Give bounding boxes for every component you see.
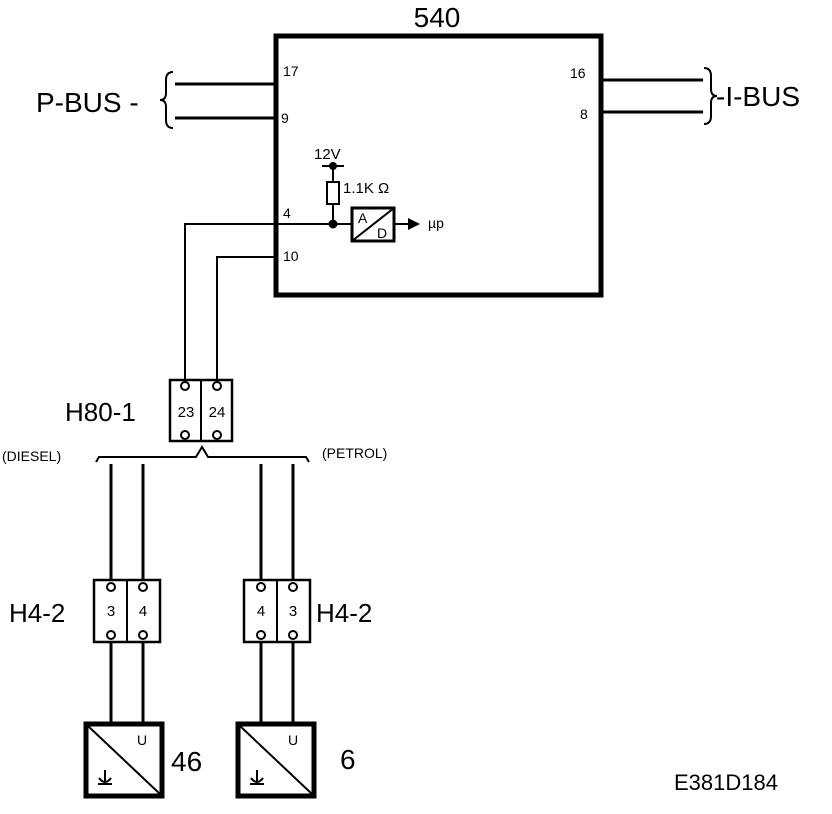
pin-4: 4 bbox=[283, 205, 291, 221]
h80-label: H80-1 bbox=[65, 397, 136, 427]
supply-label: 12V bbox=[314, 146, 341, 163]
connector-h4-2-petrol: 4 3 H4-2 bbox=[242, 578, 372, 644]
h4-petrol-pin-hole bbox=[256, 582, 266, 592]
p-bus-label: P-BUS - bbox=[36, 87, 139, 118]
sensor-46-diagonal bbox=[87, 725, 161, 795]
p-bus-brace bbox=[159, 71, 174, 129]
h4-petrol-pin-hole bbox=[288, 582, 298, 592]
sensor-6: U 6 bbox=[235, 721, 356, 799]
ecu-label: 540 bbox=[414, 2, 461, 33]
diesel-label: (DIESEL) bbox=[2, 448, 61, 464]
h4-diesel-pin-hole bbox=[106, 582, 116, 592]
h4-petrol-pin-hole bbox=[288, 630, 298, 640]
sensor-46-label: 46 bbox=[171, 746, 202, 777]
h80-pin-hole bbox=[180, 381, 190, 391]
level-probe-icon bbox=[250, 770, 264, 785]
h80-pin-24: 24 bbox=[209, 404, 226, 421]
wire-pin4 bbox=[184, 223, 333, 381]
pin-10: 10 bbox=[283, 248, 299, 264]
h80-pin-hole bbox=[212, 430, 222, 440]
sensor-46-u: U bbox=[137, 732, 147, 748]
output-label: µp bbox=[428, 215, 444, 231]
resistor bbox=[326, 181, 340, 205]
h4-diesel-label: H4-2 bbox=[9, 598, 65, 628]
h80-pin-hole bbox=[180, 430, 190, 440]
h4-diesel-pin-3: 3 bbox=[107, 603, 115, 620]
h4-petrol-pin-4: 4 bbox=[257, 603, 265, 620]
i-bus-label: -I-BUS bbox=[716, 81, 800, 112]
resistor-label: 1.1K Ω bbox=[343, 180, 389, 197]
variant-brace: (DIESEL) (PETROL) bbox=[2, 445, 387, 464]
pin-17: 17 bbox=[283, 63, 299, 79]
h4-diesel-pin-hole bbox=[138, 582, 148, 592]
pin-16: 16 bbox=[570, 65, 586, 81]
pin-8: 8 bbox=[580, 106, 588, 122]
p-bus: P-BUS - bbox=[36, 71, 276, 129]
adc-d-label: D bbox=[377, 225, 387, 241]
connector-h4-2-diesel: 3 4 H4-2 bbox=[9, 578, 162, 644]
level-probe-icon bbox=[98, 770, 112, 785]
h4-diesel-pin-4: 4 bbox=[139, 603, 147, 620]
h4-diesel-pin-hole bbox=[106, 630, 116, 640]
h4-diesel-pin-hole bbox=[138, 630, 148, 640]
sensor-46: U 46 bbox=[83, 721, 202, 799]
pin-9: 9 bbox=[281, 110, 289, 126]
output-arrow-icon bbox=[408, 218, 420, 230]
i-bus: -I-BUS bbox=[601, 67, 800, 125]
variant-bracket bbox=[95, 445, 310, 463]
i-bus-brace bbox=[703, 67, 718, 125]
h80-pin-23: 23 bbox=[178, 404, 195, 421]
sensor-6-u: U bbox=[288, 732, 298, 748]
h4-petrol-label: H4-2 bbox=[316, 598, 372, 628]
sensor-6-diagonal bbox=[239, 725, 313, 795]
h4-petrol-pin-hole bbox=[256, 630, 266, 640]
h4-petrol-pin-3: 3 bbox=[289, 603, 297, 620]
connector-h80-1: 23 24 H80-1 bbox=[65, 378, 234, 443]
diagram-id: E381D184 bbox=[674, 770, 778, 795]
sensor-6-label: 6 bbox=[340, 744, 356, 775]
adc-diagonal bbox=[351, 207, 395, 242]
petrol-label: (PETROL) bbox=[322, 445, 387, 461]
wire-pin10 bbox=[216, 256, 276, 381]
adc-circuit: 12V 1.1K Ω A D µp bbox=[314, 146, 444, 243]
h80-pin-hole bbox=[212, 381, 222, 391]
ecu-to-h80-wiring bbox=[184, 223, 333, 381]
adc-a-label: A bbox=[358, 210, 368, 226]
